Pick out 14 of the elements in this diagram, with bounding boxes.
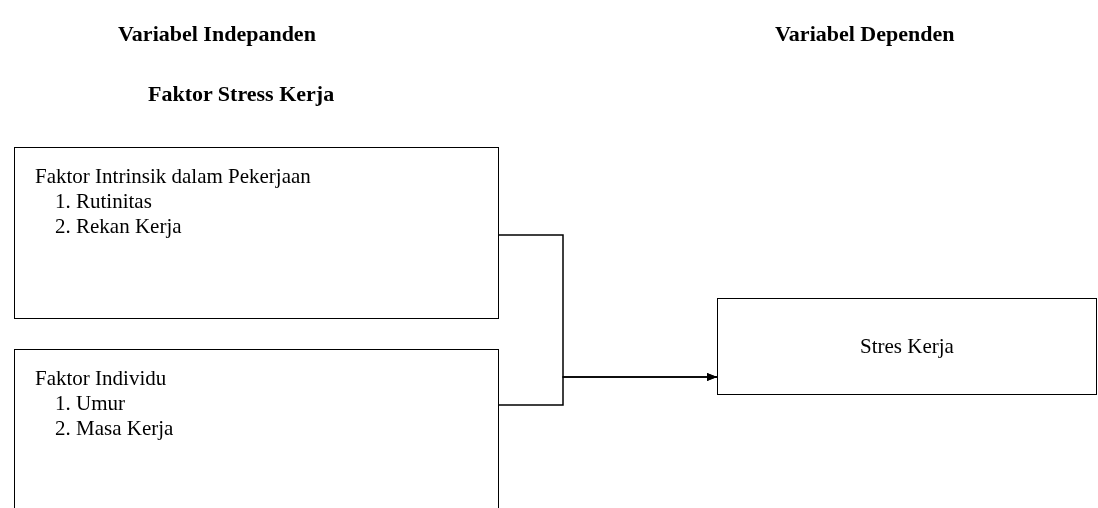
text-box: [14, 147, 499, 319]
heading-text: Variabel Indepanden: [118, 20, 316, 48]
text-box: [14, 349, 499, 508]
text-box: [717, 298, 1097, 395]
list-item: 2. Rekan Kerja: [55, 214, 182, 239]
heading-text: Variabel Dependen: [775, 20, 955, 48]
heading-text: Faktor Stress Kerja: [148, 80, 335, 108]
list-item: 1. Rutinitas: [55, 189, 152, 214]
list-item: 2. Masa Kerja: [55, 416, 174, 441]
box-title: Stres Kerja: [860, 334, 954, 359]
connector-arrow: [498, 373, 718, 406]
list-item: 1. Umur: [55, 391, 125, 416]
box-title: Faktor Intrinsik dalam Pekerjaan: [35, 164, 311, 189]
box-title: Faktor Individu: [35, 366, 167, 391]
